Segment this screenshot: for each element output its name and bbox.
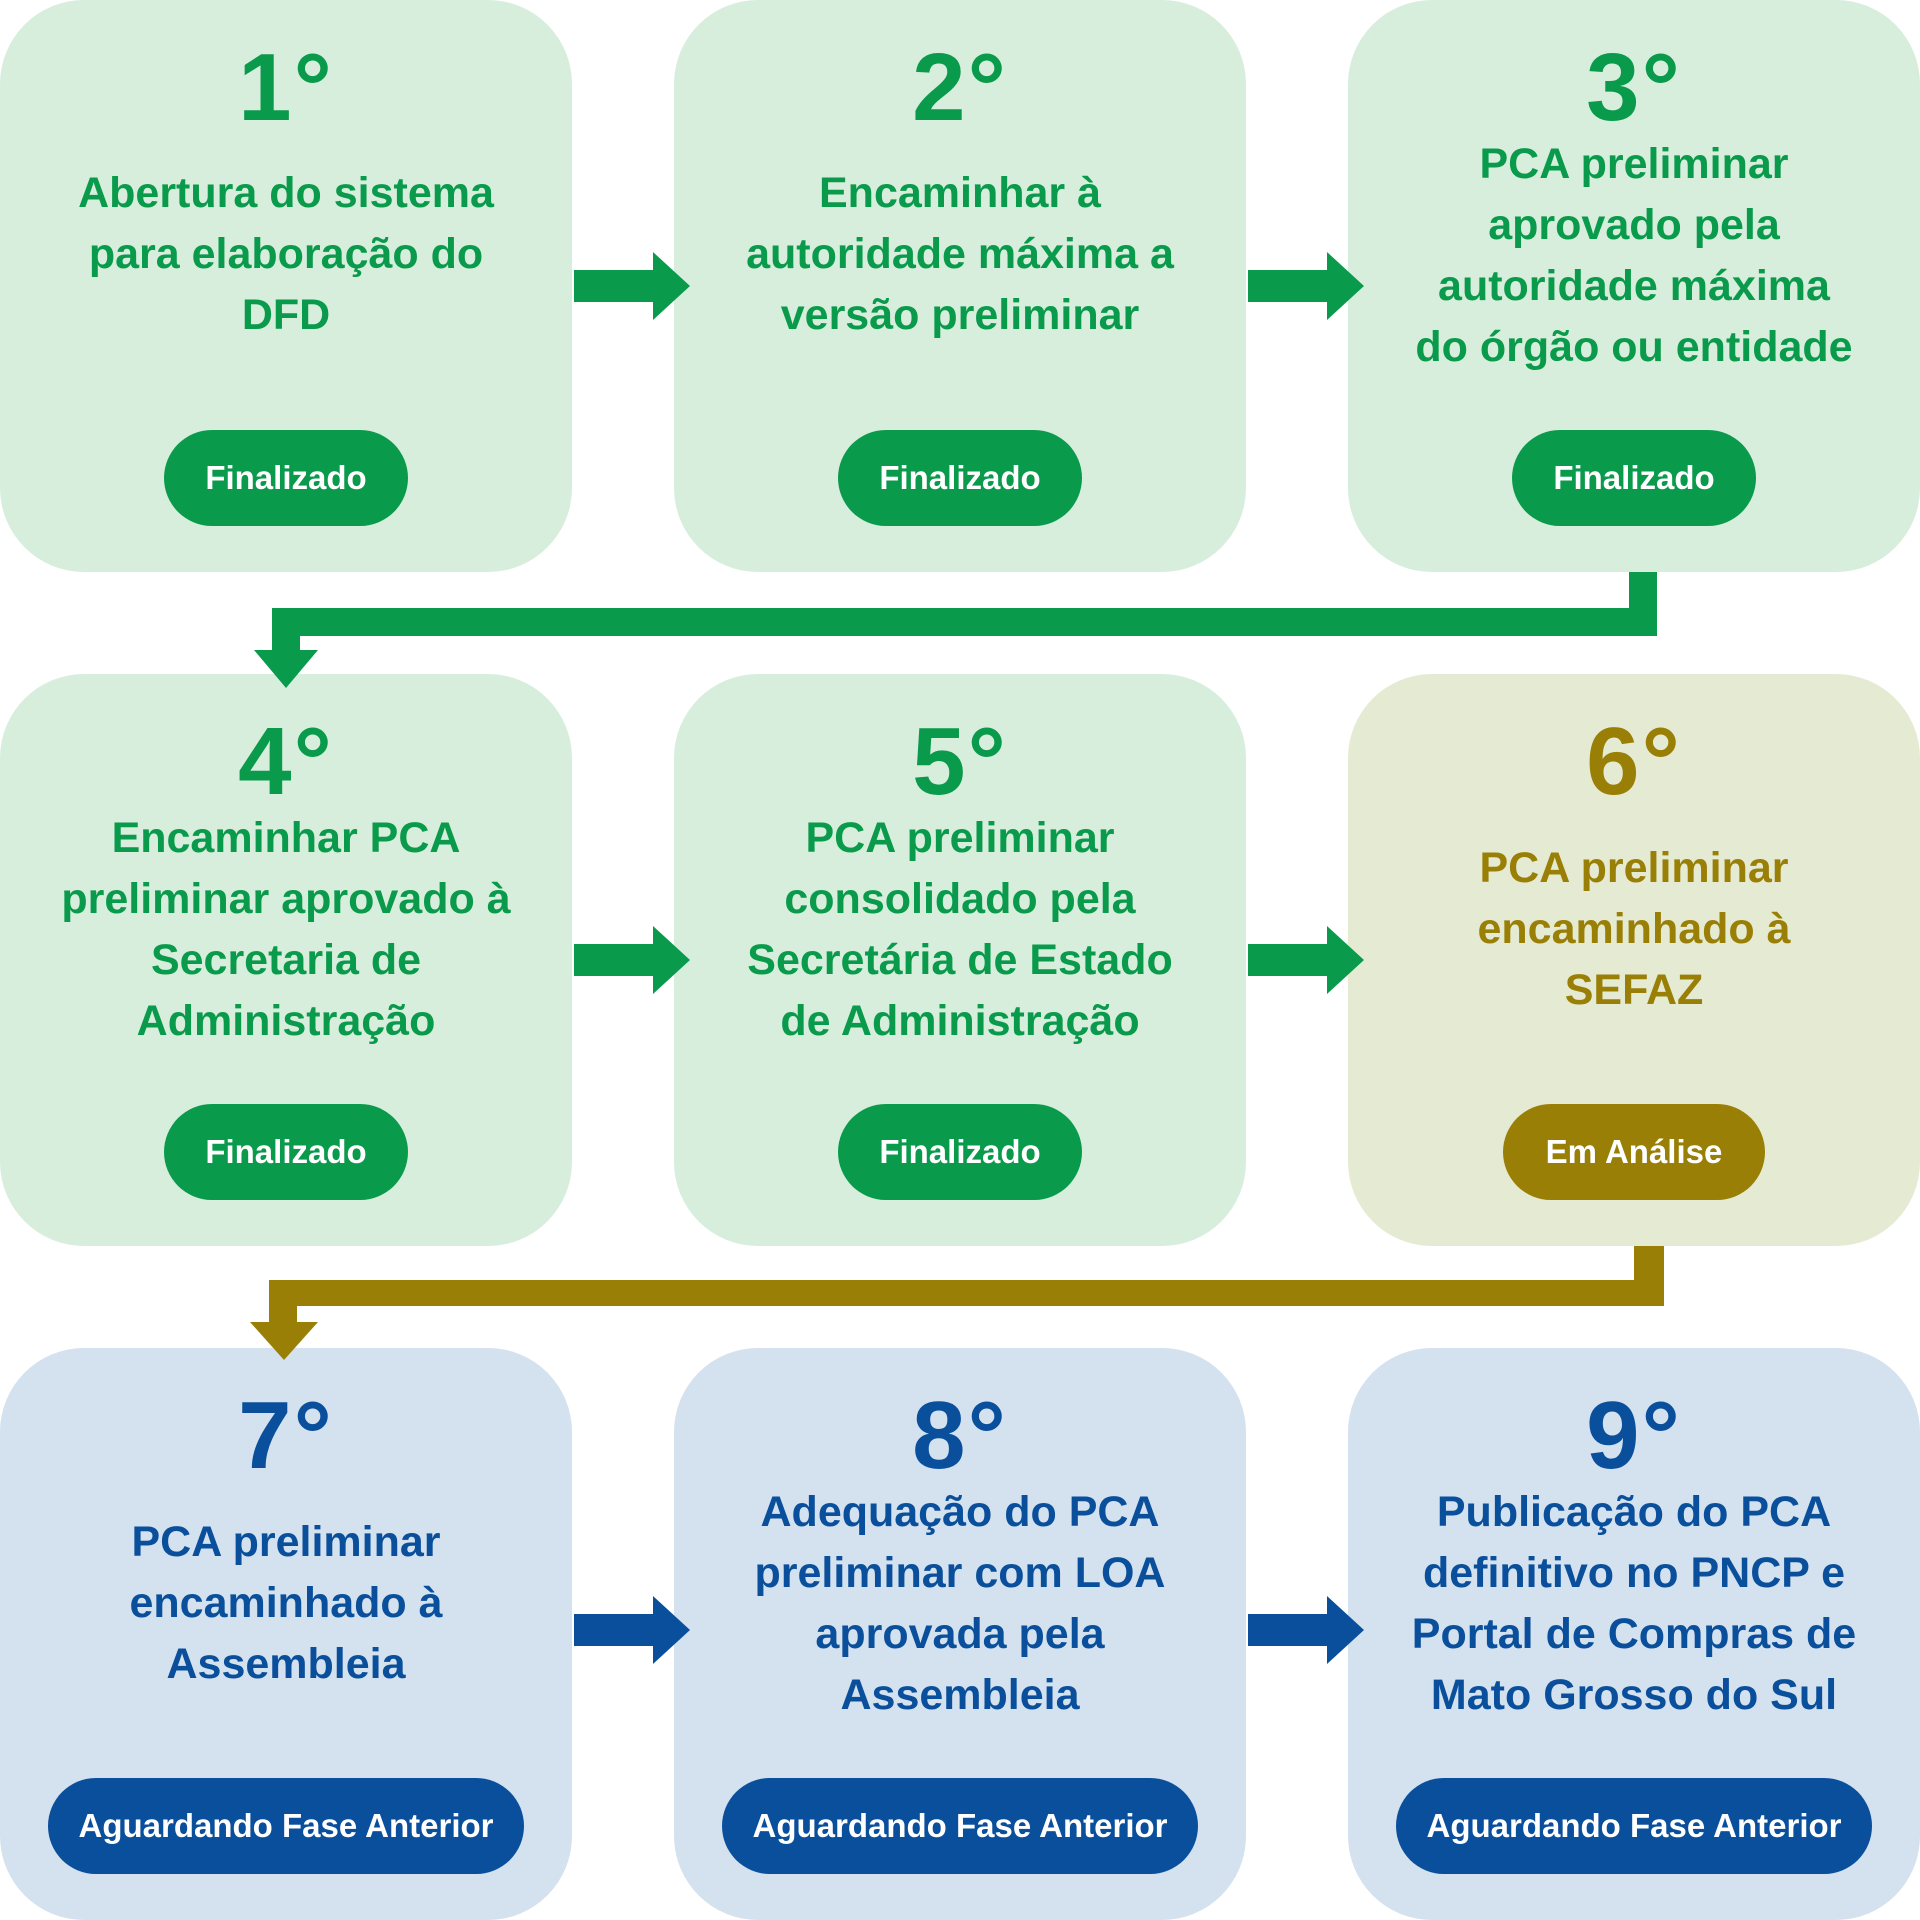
status-badge: Finalizado — [1512, 430, 1756, 526]
status-badge: Finalizado — [164, 430, 408, 526]
arrow-right-icon — [1248, 926, 1364, 994]
step-number: 5° — [912, 708, 1008, 815]
step-card-1: 1° Abertura do sistema para elaboração d… — [0, 0, 572, 572]
step-description-line: DFD — [241, 291, 331, 339]
step-card-4: 4° Encaminhar PCA preliminar aprovado à … — [0, 674, 572, 1246]
connector-arrow-icon — [250, 1246, 1664, 1360]
step-number: 1° — [238, 34, 334, 141]
step-description-line: Encaminhar PCA — [111, 814, 461, 862]
arrow-right-icon — [574, 1596, 690, 1664]
arrow-right-icon — [1248, 1596, 1364, 1664]
step-description-line: definitivo no PNCP e — [1422, 1549, 1846, 1597]
arrow-right-icon — [574, 252, 690, 320]
step-description-line: Administração — [136, 997, 436, 1045]
step-number: 3° — [1586, 34, 1682, 141]
step-description-line: encaminhado à — [1477, 905, 1791, 953]
step-description-line: Secretaria de — [150, 936, 422, 984]
step-card-6: 6° PCA preliminar encaminhado à SEFAZ Em… — [1348, 674, 1920, 1246]
step-description-line: Publicação do PCA — [1436, 1488, 1832, 1536]
status-badge: Aguardando Fase Anterior — [48, 1778, 524, 1874]
step-description: Adequação do PCA preliminar com LOA apro… — [704, 1482, 1216, 1726]
step-description-line: PCA preliminar — [1479, 844, 1789, 892]
step-card-2: 2° Encaminhar à autoridade máxima a vers… — [674, 0, 1246, 572]
step-number: 6° — [1586, 708, 1682, 815]
step-description: PCA preliminar encaminhado à SEFAZ — [1378, 838, 1890, 1021]
step-description-line: consolidado pela — [784, 875, 1136, 923]
step-description-line: versão preliminar — [780, 291, 1140, 339]
step-description-line: autoridade máxima — [1438, 262, 1830, 310]
step-description-line: preliminar com LOA — [754, 1549, 1166, 1597]
step-description: Publicação do PCA definitivo no PNCP e P… — [1378, 1482, 1890, 1726]
step-number: 9° — [1586, 1382, 1682, 1489]
step-number: 4° — [238, 708, 334, 815]
step-description: PCA preliminar encaminhado à Assembleia — [30, 1512, 542, 1695]
step-description-line: PCA preliminar — [131, 1518, 441, 1566]
status-badge: Em Análise — [1503, 1104, 1765, 1200]
step-description-line: PCA preliminar — [1479, 140, 1789, 188]
connector-arrow-icon — [254, 572, 1657, 688]
step-description-line: PCA preliminar — [805, 814, 1115, 862]
step-description-line: de Administração — [780, 997, 1140, 1045]
status-badge: Finalizado — [164, 1104, 408, 1200]
step-description: Encaminhar à autoridade máxima a versão … — [704, 163, 1216, 346]
step-description-line: preliminar aprovado à — [61, 875, 511, 923]
step-card-3: 3° PCA preliminar aprovado pela autorida… — [1348, 0, 1920, 572]
status-badge: Aguardando Fase Anterior — [722, 1778, 1198, 1874]
step-description-line: Assembleia — [840, 1671, 1080, 1719]
step-description-line: encaminhado à — [129, 1579, 443, 1627]
step-description-line: Portal de Compras de — [1411, 1610, 1857, 1658]
step-number: 8° — [912, 1382, 1008, 1489]
step-description: Abertura do sistema para elaboração do D… — [30, 163, 542, 346]
step-card-9: 9° Publicação do PCA definitivo no PNCP … — [1348, 1348, 1920, 1920]
step-number: 2° — [912, 34, 1008, 141]
step-description-line: autoridade máxima a — [746, 230, 1174, 278]
step-card-7: 7° PCA preliminar encaminhado à Assemble… — [0, 1348, 572, 1920]
step-description-line: Mato Grosso do Sul — [1430, 1671, 1838, 1719]
status-badge: Finalizado — [838, 430, 1082, 526]
step-description-line: aprovado pela — [1488, 201, 1780, 249]
step-description-line: Secretária de Estado — [747, 936, 1173, 984]
step-description: PCA preliminar aprovado pela autoridade … — [1378, 134, 1890, 378]
status-badge: Finalizado — [838, 1104, 1082, 1200]
step-description: Encaminhar PCA preliminar aprovado à Sec… — [30, 808, 542, 1052]
step-description: PCA preliminar consolidado pela Secretár… — [704, 808, 1216, 1052]
step-description-line: SEFAZ — [1564, 966, 1704, 1014]
step-description-line: Abertura do sistema — [78, 169, 494, 217]
arrow-right-icon — [1248, 252, 1364, 320]
step-description-line: aprovada pela — [815, 1610, 1105, 1658]
step-description-line: para elaboração do — [88, 230, 484, 278]
step-card-5: 5° PCA preliminar consolidado pela Secre… — [674, 674, 1246, 1246]
step-description-line: Assembleia — [166, 1640, 406, 1688]
step-card-8: 8° Adequação do PCA preliminar com LOA a… — [674, 1348, 1246, 1920]
step-description-line: Adequação do PCA — [760, 1488, 1160, 1536]
arrow-right-icon — [574, 926, 690, 994]
step-description-line: do órgão ou entidade — [1415, 323, 1853, 371]
status-badge: Aguardando Fase Anterior — [1396, 1778, 1872, 1874]
step-description-line: Encaminhar à — [819, 169, 1101, 217]
step-number: 7° — [238, 1382, 334, 1489]
